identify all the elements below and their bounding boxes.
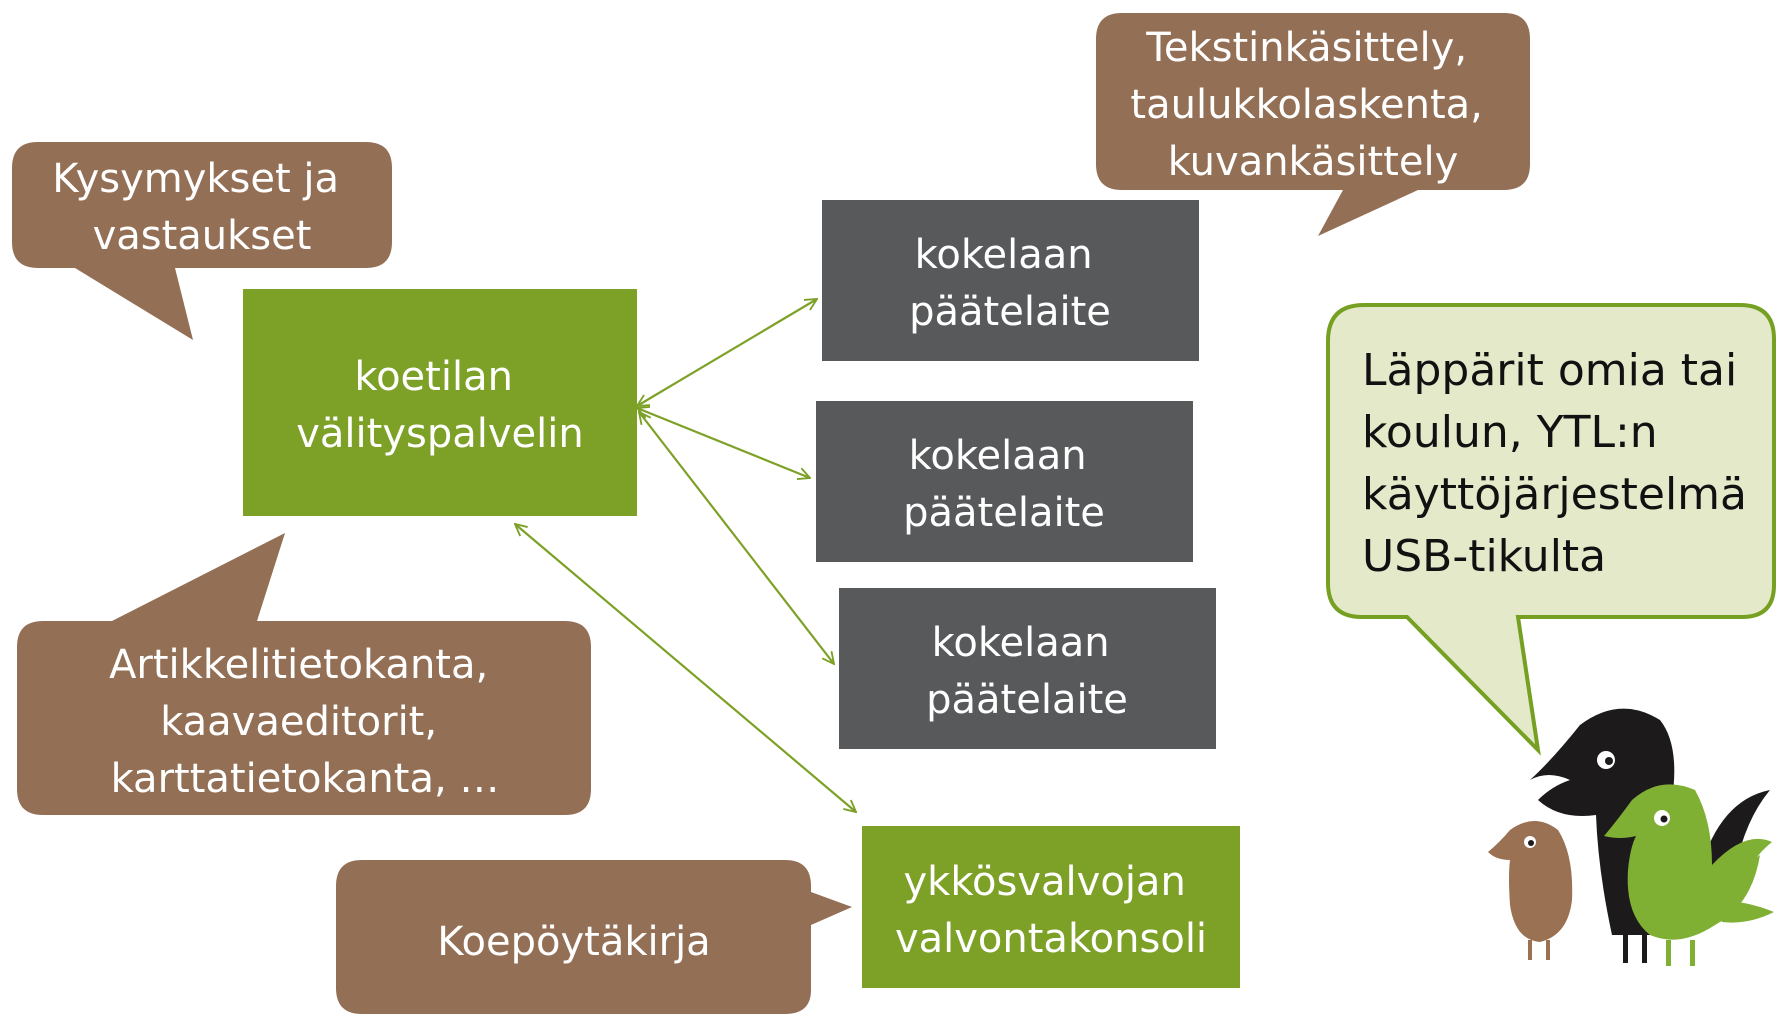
- minutes-bubble: Koepöytäkirja: [336, 860, 852, 1014]
- resources-bubble-shape: [17, 533, 591, 815]
- minutes-bubble-text: Koepöytäkirja: [437, 919, 710, 965]
- questions-bubble-line: vastaukset: [93, 213, 312, 259]
- candidate-terminal-2-label: kokelaan päätelaite: [903, 433, 1105, 536]
- candidate-terminal-1: kokelaan päätelaite: [822, 200, 1199, 361]
- supervisor-console-node: ykkösvalvojan valvontakonsoli: [862, 826, 1240, 988]
- candidate-terminal-2-box: [816, 401, 1193, 562]
- green-bird: [1604, 784, 1774, 966]
- resources-bubble-text: Artikkelitietokanta, kaavaeditorit, kart…: [109, 642, 501, 802]
- candidate-terminal-1-label: kokelaan päätelaite: [909, 232, 1111, 335]
- resources-bubble-line: Artikkelitietokanta,: [109, 642, 488, 688]
- laptops-bubble: Läppärit omia tai koulun, YTL:n käyttöjä…: [1326, 303, 1776, 756]
- connector-group: [515, 299, 856, 812]
- minutes-bubble-line: Koepöytäkirja: [437, 919, 710, 965]
- laptops-bubble-line: USB-tikulta: [1362, 531, 1606, 582]
- candidate-terminal-2-line: kokelaan: [909, 433, 1087, 479]
- questions-bubble-line: Kysymykset ja: [52, 156, 339, 202]
- office-bubble-line: Tekstinkäsittely,: [1145, 25, 1467, 71]
- relay-server-line: välityspalvelin: [296, 411, 583, 457]
- relay-server-label: koetilan välityspalvelin: [296, 354, 583, 457]
- resources-bubble-line: karttatietokanta, …: [111, 756, 500, 802]
- supervisor-console-line: valvontakonsoli: [895, 916, 1207, 962]
- three-birds-illustration: [1488, 708, 1774, 966]
- office-bubble-text: Tekstinkäsittely, taulukkolaskenta, kuva…: [1130, 25, 1495, 185]
- relay-server-node: koetilan välityspalvelin: [243, 289, 637, 516]
- connector-arrow-console: [515, 524, 856, 812]
- resources-bubble-line: kaavaeditorit,: [160, 699, 437, 745]
- supervisor-console-box: [862, 826, 1240, 988]
- connector-arrow-terminal-1: [637, 299, 817, 406]
- candidate-terminal-3-label: kokelaan päätelaite: [926, 620, 1128, 723]
- candidate-terminal-3-box: [839, 588, 1216, 749]
- candidate-terminal-1-box: [822, 200, 1199, 361]
- candidate-terminal-2-line: päätelaite: [903, 490, 1105, 536]
- laptops-bubble-line: koulun, YTL:n: [1362, 407, 1658, 458]
- supervisor-console-line: ykkösvalvojan: [903, 859, 1185, 905]
- candidate-terminal-1-line: päätelaite: [909, 289, 1111, 335]
- candidate-terminal-3-line: kokelaan: [932, 620, 1110, 666]
- laptops-bubble-shape: [1326, 303, 1776, 756]
- questions-bubble-shape: [12, 142, 392, 340]
- laptops-bubble-text: Läppärit omia tai koulun, YTL:n käyttöjä…: [1362, 345, 1761, 582]
- black-tail: [1700, 790, 1770, 870]
- laptops-bubble-line: Läppärit omia tai: [1362, 345, 1737, 396]
- resources-bubble: Artikkelitietokanta, kaavaeditorit, kart…: [17, 533, 591, 815]
- office-bubble-line: taulukkolaskenta,: [1130, 82, 1482, 128]
- brown-bird: [1488, 821, 1573, 960]
- office-bubble-line: kuvankäsittely: [1168, 139, 1459, 185]
- office-bubble: Tekstinkäsittely, taulukkolaskenta, kuva…: [1096, 13, 1530, 236]
- questions-bubble-text: Kysymykset ja vastaukset: [52, 156, 352, 259]
- candidate-terminal-2: kokelaan päätelaite: [816, 401, 1193, 562]
- relay-server-box: [243, 289, 637, 516]
- connector-arrow-terminal-3: [639, 412, 834, 664]
- minutes-bubble-shape: [336, 860, 852, 1014]
- office-bubble-shape: [1096, 13, 1530, 236]
- candidate-terminal-1-line: kokelaan: [915, 232, 1093, 278]
- supervisor-console-label: ykkösvalvojan valvontakonsoli: [895, 859, 1207, 962]
- candidate-terminal-3: kokelaan päätelaite: [839, 588, 1216, 749]
- relay-server-line: koetilan: [354, 354, 513, 400]
- candidate-terminal-3-line: päätelaite: [926, 677, 1128, 723]
- questions-bubble: Kysymykset ja vastaukset: [12, 142, 392, 340]
- laptops-bubble-line: käyttöjärjestelmä: [1362, 469, 1747, 520]
